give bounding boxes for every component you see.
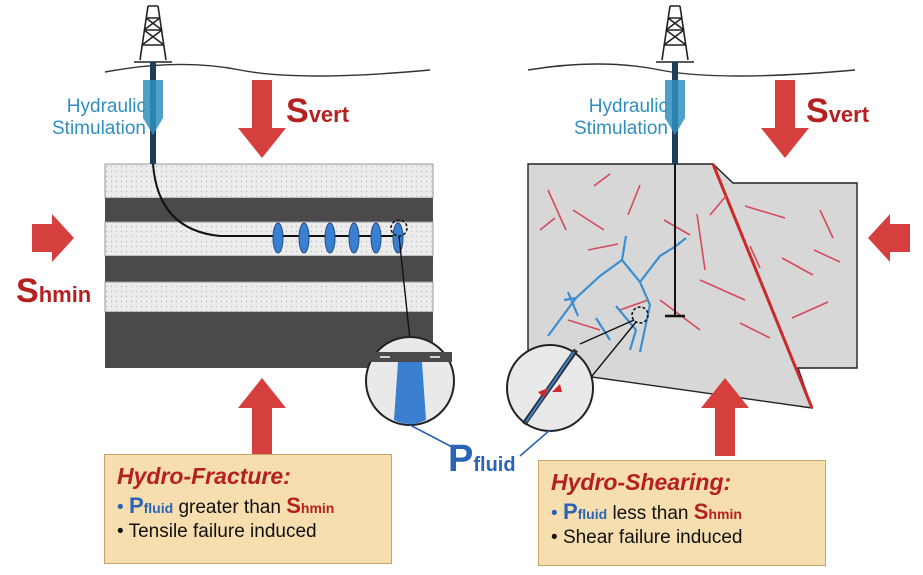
pfluid-label: Pfluid (448, 438, 516, 480)
hydro-shearing-bullet-1: • Pfluid less than Shmin (551, 499, 742, 525)
right-stimulation-line2: Stimulation (574, 118, 668, 139)
hydro-fracture-bullet-1: • Pfluid greater than Shmin (117, 493, 335, 519)
hydro-shearing-box: Hydro-Shearing: • Pfluid less than Shmin… (538, 460, 826, 566)
hydro-fracture-title: Hydro-Fracture: (117, 463, 291, 489)
hydro-fracture-bullet-2: • Tensile failure induced (117, 521, 317, 542)
left-stimulation-line1: Hydraulic (66, 96, 146, 117)
hydro-shearing-title: Hydro-Shearing: (551, 469, 732, 495)
right-stimulation-label: Hydraulic Stimulation (530, 96, 668, 140)
right-svert-label: Svert (806, 92, 870, 130)
fracture-zoom-icon (365, 336, 455, 426)
ground-surface-right (527, 63, 856, 77)
left-stimulation-label: Hydraulic Stimulation (8, 96, 146, 140)
hydrofracture-lenses (272, 222, 404, 254)
right-stimulation-arrow (665, 80, 685, 135)
drilling-rig-icon (134, 5, 172, 63)
left-stimulation-line2: Stimulation (52, 118, 146, 139)
left-svert-label: Svert (286, 92, 350, 130)
left-horizontal-well (152, 163, 400, 237)
stress-arrow-icon (32, 80, 910, 456)
hydro-shearing-bullet-2: • Shear failure induced (551, 527, 743, 548)
layered-formation (104, 163, 434, 368)
right-stimulation-line1: Hydraulic (588, 96, 668, 117)
left-stimulation-arrow (143, 80, 163, 135)
drilling-rig-icon (656, 5, 694, 63)
left-shmin-label: Shmin (16, 272, 92, 310)
fractured-block (527, 163, 858, 409)
shear-zoom-icon (506, 344, 594, 432)
hydro-fracture-box: Hydro-Fracture: • Pfluid greater than Sh… (104, 454, 392, 564)
